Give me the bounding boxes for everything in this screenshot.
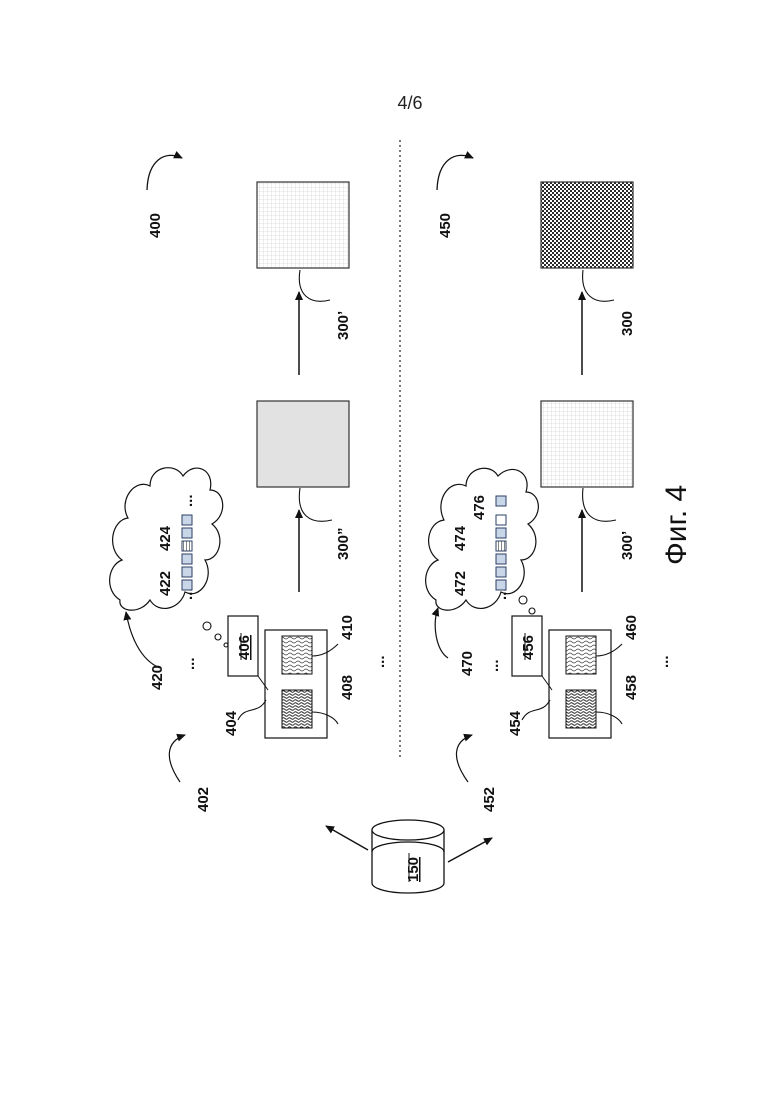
label-300: 300 — [619, 311, 636, 336]
reference-arrow-450 — [437, 155, 473, 190]
label-452: 452 — [481, 787, 498, 812]
ellipsis-406: ... — [181, 657, 198, 670]
leader-300-prime-bottom — [583, 488, 616, 521]
thought-bubble-dot — [529, 608, 535, 614]
arrow-150-to-402 — [326, 826, 368, 850]
label-472: 472 — [452, 571, 469, 596]
feature-cell — [496, 496, 506, 506]
feature-cell — [496, 580, 506, 590]
database-150-top — [372, 842, 444, 852]
feature-cell — [496, 567, 506, 577]
feature-cell — [182, 580, 192, 590]
thought-bubble-dot — [203, 622, 211, 630]
panel-408 — [282, 690, 312, 728]
thought-bubble-dot — [224, 643, 228, 647]
ellipsis-456: ... — [485, 659, 502, 672]
figure-caption: Фиг. 4 — [660, 485, 693, 565]
reference-arrow-400 — [147, 155, 182, 190]
ellipsis-bottom-row: ... — [655, 655, 672, 668]
reference-arrow-452 — [456, 735, 472, 782]
label-474: 474 — [452, 525, 469, 551]
label-406: 406 — [236, 635, 253, 660]
label-300-double-prime: 300” — [335, 527, 352, 560]
label-424: 424 — [157, 525, 174, 551]
label-456: 456 — [520, 635, 537, 660]
thought-bubble-dot — [215, 634, 221, 640]
cloud-ellipsis-top: ... — [179, 494, 196, 507]
feature-cell — [182, 515, 192, 525]
label-422: 422 — [157, 571, 174, 596]
feature-cell — [496, 528, 506, 538]
label-150: 150 — [405, 857, 422, 882]
label-458: 458 — [623, 675, 640, 700]
thought-bubble-dot — [519, 596, 527, 604]
reference-arrow-420 — [126, 612, 160, 668]
leader-300-final — [583, 270, 614, 301]
label-404: 404 — [223, 710, 240, 736]
leader-300-prime-top — [299, 270, 330, 301]
feature-cell — [182, 528, 192, 538]
panel-410 — [282, 636, 312, 674]
label-300-prime-bottom: 300’ — [619, 531, 636, 560]
panel-458 — [566, 690, 596, 728]
leader-300-double-prime — [299, 488, 332, 521]
label-476: 476 — [471, 495, 488, 520]
leader-454 — [522, 700, 550, 720]
image-300-double-prime — [257, 401, 349, 487]
image-300-prime-bottom — [541, 401, 633, 487]
image-300-prime-top — [257, 182, 349, 268]
feature-cell — [182, 567, 192, 577]
feature-cell-424-highlighted — [182, 541, 192, 551]
thought-cloud-470 — [426, 468, 539, 610]
label-420: 420 — [149, 665, 166, 690]
label-408: 408 — [339, 675, 356, 700]
database-150-cap — [372, 820, 444, 840]
image-300-final — [541, 182, 633, 268]
feature-cell-472 — [496, 554, 506, 564]
label-450: 450 — [437, 213, 454, 238]
label-402: 402 — [195, 787, 212, 812]
feature-cell-476 — [496, 515, 506, 525]
label-400: 400 — [147, 213, 164, 238]
label-460: 460 — [623, 615, 640, 640]
ellipsis-top-row: ... — [371, 655, 388, 668]
label-470: 470 — [459, 651, 476, 676]
feature-cell-474-highlighted — [496, 541, 506, 551]
label-410: 410 — [339, 615, 356, 640]
label-300-prime-top: 300’ — [335, 311, 352, 340]
reference-arrow-470 — [435, 608, 448, 658]
arrow-150-to-452 — [448, 838, 492, 862]
reference-arrow-402 — [169, 735, 185, 782]
label-454: 454 — [507, 710, 524, 736]
panel-460 — [566, 636, 596, 674]
feature-cell-422 — [182, 554, 192, 564]
leader-404 — [238, 700, 266, 720]
